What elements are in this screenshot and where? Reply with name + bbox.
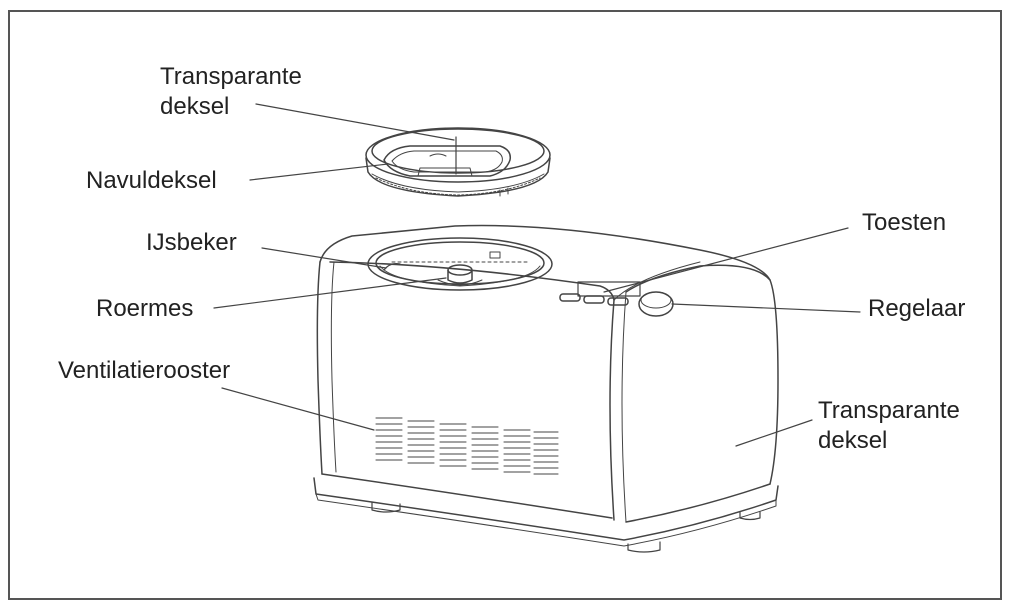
leader-paddle	[213, 277, 447, 309]
label-transparent-lid-right: Transparante deksel	[818, 396, 960, 456]
leader-refill-lid	[249, 163, 389, 181]
label-paddle: Roermes	[96, 295, 194, 322]
label-lid-right-line1: Transparante	[818, 397, 960, 424]
label-refill-lid: Navuldeksel	[86, 167, 217, 194]
refill-lid-illustration	[383, 136, 512, 177]
label-lid-top-line1: Transparante	[160, 63, 302, 90]
leader-ice-bowl	[261, 247, 387, 269]
machine-body-illustration	[313, 224, 779, 553]
label-buttons: Toesten	[862, 209, 947, 236]
label-vent: Ventilatierooster	[58, 357, 231, 384]
label-transparent-lid-top: Transparante deksel	[160, 62, 302, 122]
leader-vent	[221, 387, 375, 431]
label-lid-right-line2: deksel	[818, 427, 888, 454]
leader-knob	[671, 303, 861, 313]
transparent-lid-illustration	[365, 127, 551, 197]
paddle-illustration	[437, 264, 483, 286]
label-knob: Regelaar	[868, 295, 966, 322]
leader-lid-top	[255, 103, 455, 141]
control-panel-illustration	[559, 281, 674, 317]
leader-lines	[213, 103, 861, 447]
leader-buttons	[603, 227, 849, 293]
ventilation-grille-illustration	[375, 417, 559, 475]
label-ice-bowl: IJsbeker	[146, 229, 237, 256]
label-lid-top-line2: deksel	[160, 93, 230, 120]
leader-lid-right	[735, 419, 813, 447]
diagram-frame	[8, 10, 1002, 600]
ice-bowl-illustration	[367, 237, 553, 291]
